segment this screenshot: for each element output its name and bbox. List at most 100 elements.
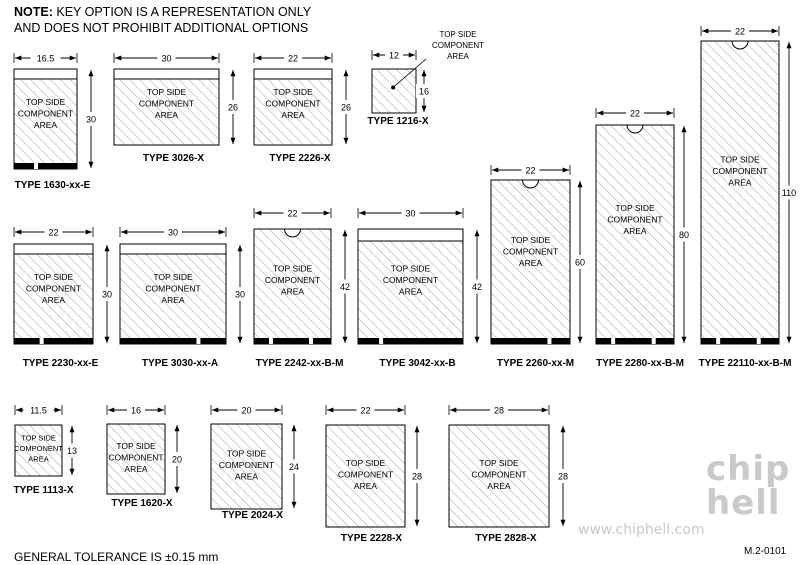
dim-label-bg (99, 287, 115, 301)
module-outline (106, 423, 166, 495)
dim-label-bg (164, 226, 182, 238)
component-area-label: TOP SIDE (273, 87, 313, 97)
module-outline (119, 243, 227, 345)
dim-label-bg (555, 469, 571, 483)
dim-label-bg (225, 100, 241, 114)
component-area-label: AREA (281, 110, 304, 120)
mounting-notch (521, 179, 540, 189)
dim-label-bg (490, 404, 508, 416)
edge-connector (596, 338, 674, 344)
component-area-label: COMPONENT (471, 470, 526, 480)
note-line-1: NOTE: KEY OPTION IS A REPRESENTATION ONL… (14, 4, 311, 20)
component-area-label: AREA (487, 481, 510, 491)
dim-label-bg (626, 107, 644, 119)
module-outline (448, 424, 550, 528)
mounting-notch (626, 124, 644, 134)
module-top-band (253, 68, 333, 80)
module-top-band (119, 243, 227, 255)
component-area-label: TOP SIDE (34, 272, 74, 282)
dim-label-bg (23, 404, 54, 416)
component-area-label: TOP SIDE (720, 154, 760, 164)
dim-label-bg (338, 100, 354, 114)
module-type-label: TYPE 2024-X (222, 510, 283, 521)
component-area-label: TOP SIDE (116, 441, 156, 451)
figure-id: M.2-0101 (744, 546, 787, 557)
width-dimension-label: 22 (735, 27, 745, 37)
width-dimension-label: 28 (494, 406, 504, 416)
component-area-label: AREA (155, 110, 178, 120)
component-area-label: AREA (161, 295, 184, 305)
component-area-label: AREA (519, 258, 542, 268)
module-type-label: TYPE 1113-X (13, 485, 73, 496)
module-type-label: TYPE 1620-X (111, 498, 172, 509)
connector-key-gap (196, 338, 201, 344)
height-dimension-label: 30 (102, 290, 112, 300)
connector-key-gap (308, 338, 313, 344)
connector-key-gap (716, 338, 721, 344)
note-line-2: AND DOES NOT PROHIBIT ADDITIONAL OPTIONS (14, 21, 309, 35)
connector-key-gap (547, 338, 552, 344)
module-outline (371, 68, 417, 114)
width-dimension-label: 22 (630, 109, 640, 119)
dim-label-bg (83, 112, 99, 126)
component-area-label: AREA (623, 226, 646, 236)
connector-key-gap (651, 338, 656, 344)
edge-connector (358, 338, 463, 344)
module-outline (357, 228, 464, 345)
note-prefix: NOTE: (14, 5, 53, 19)
width-dimension-label: 30 (405, 209, 415, 219)
module-top-band (113, 68, 220, 80)
component-area-label: AREA (354, 481, 377, 491)
module-type-label: TYPE 2228-X (341, 533, 402, 544)
dim-label-bg (385, 49, 403, 61)
watermark-url: www.chiphell.com (578, 522, 705, 538)
component-area-label: TOP SIDE (147, 87, 187, 97)
component-area-label: COMPONENT (14, 444, 63, 453)
component-area-label: COMPONENT (265, 275, 320, 285)
dim-label-bg (409, 469, 425, 483)
height-dimension-label: 16 (419, 87, 429, 97)
callout-label: TOP SIDE (439, 30, 476, 39)
width-dimension-label: 22 (288, 54, 298, 64)
height-dimension-label: 20 (172, 455, 182, 465)
width-dimension-label: 22 (48, 228, 58, 238)
watermark-logo: chip hell (706, 449, 791, 523)
component-area-label: COMPONENT (139, 98, 194, 108)
mounting-notch (283, 228, 302, 238)
connector-key-gap (379, 338, 384, 344)
component-area-label: AREA (34, 120, 57, 130)
component-area-label: COMPONENT (18, 109, 73, 119)
module-outline (14, 424, 63, 477)
width-dimension-label: 22 (525, 166, 535, 176)
dim-label-bg (401, 207, 420, 219)
edge-connector (254, 338, 331, 344)
module-top-band (13, 68, 78, 80)
component-area-label: TOP SIDE (511, 235, 551, 245)
module-outline (210, 423, 283, 510)
component-area-label: AREA (124, 464, 147, 474)
module-outline (490, 179, 571, 345)
component-area-label: COMPONENT (219, 460, 274, 470)
dim-label-bg (469, 279, 485, 294)
module-outline (13, 243, 94, 345)
module-type-label: TYPE 2260-xx-M (497, 358, 574, 369)
dim-label-bg (127, 404, 145, 416)
component-area-label: TOP SIDE (615, 203, 655, 213)
tolerance-note: GENERAL TOLERANCE IS ±0.15 mm (14, 550, 219, 564)
module-type-label: TYPE 1216-X (367, 116, 428, 127)
component-area-label: AREA (235, 472, 258, 482)
component-area-label: COMPONENT (108, 453, 163, 463)
width-dimension-label: 16.5 (37, 54, 55, 64)
component-area-label: AREA (28, 455, 48, 464)
width-dimension-label: 30 (161, 54, 171, 64)
component-area-label: TOP SIDE (227, 449, 267, 459)
